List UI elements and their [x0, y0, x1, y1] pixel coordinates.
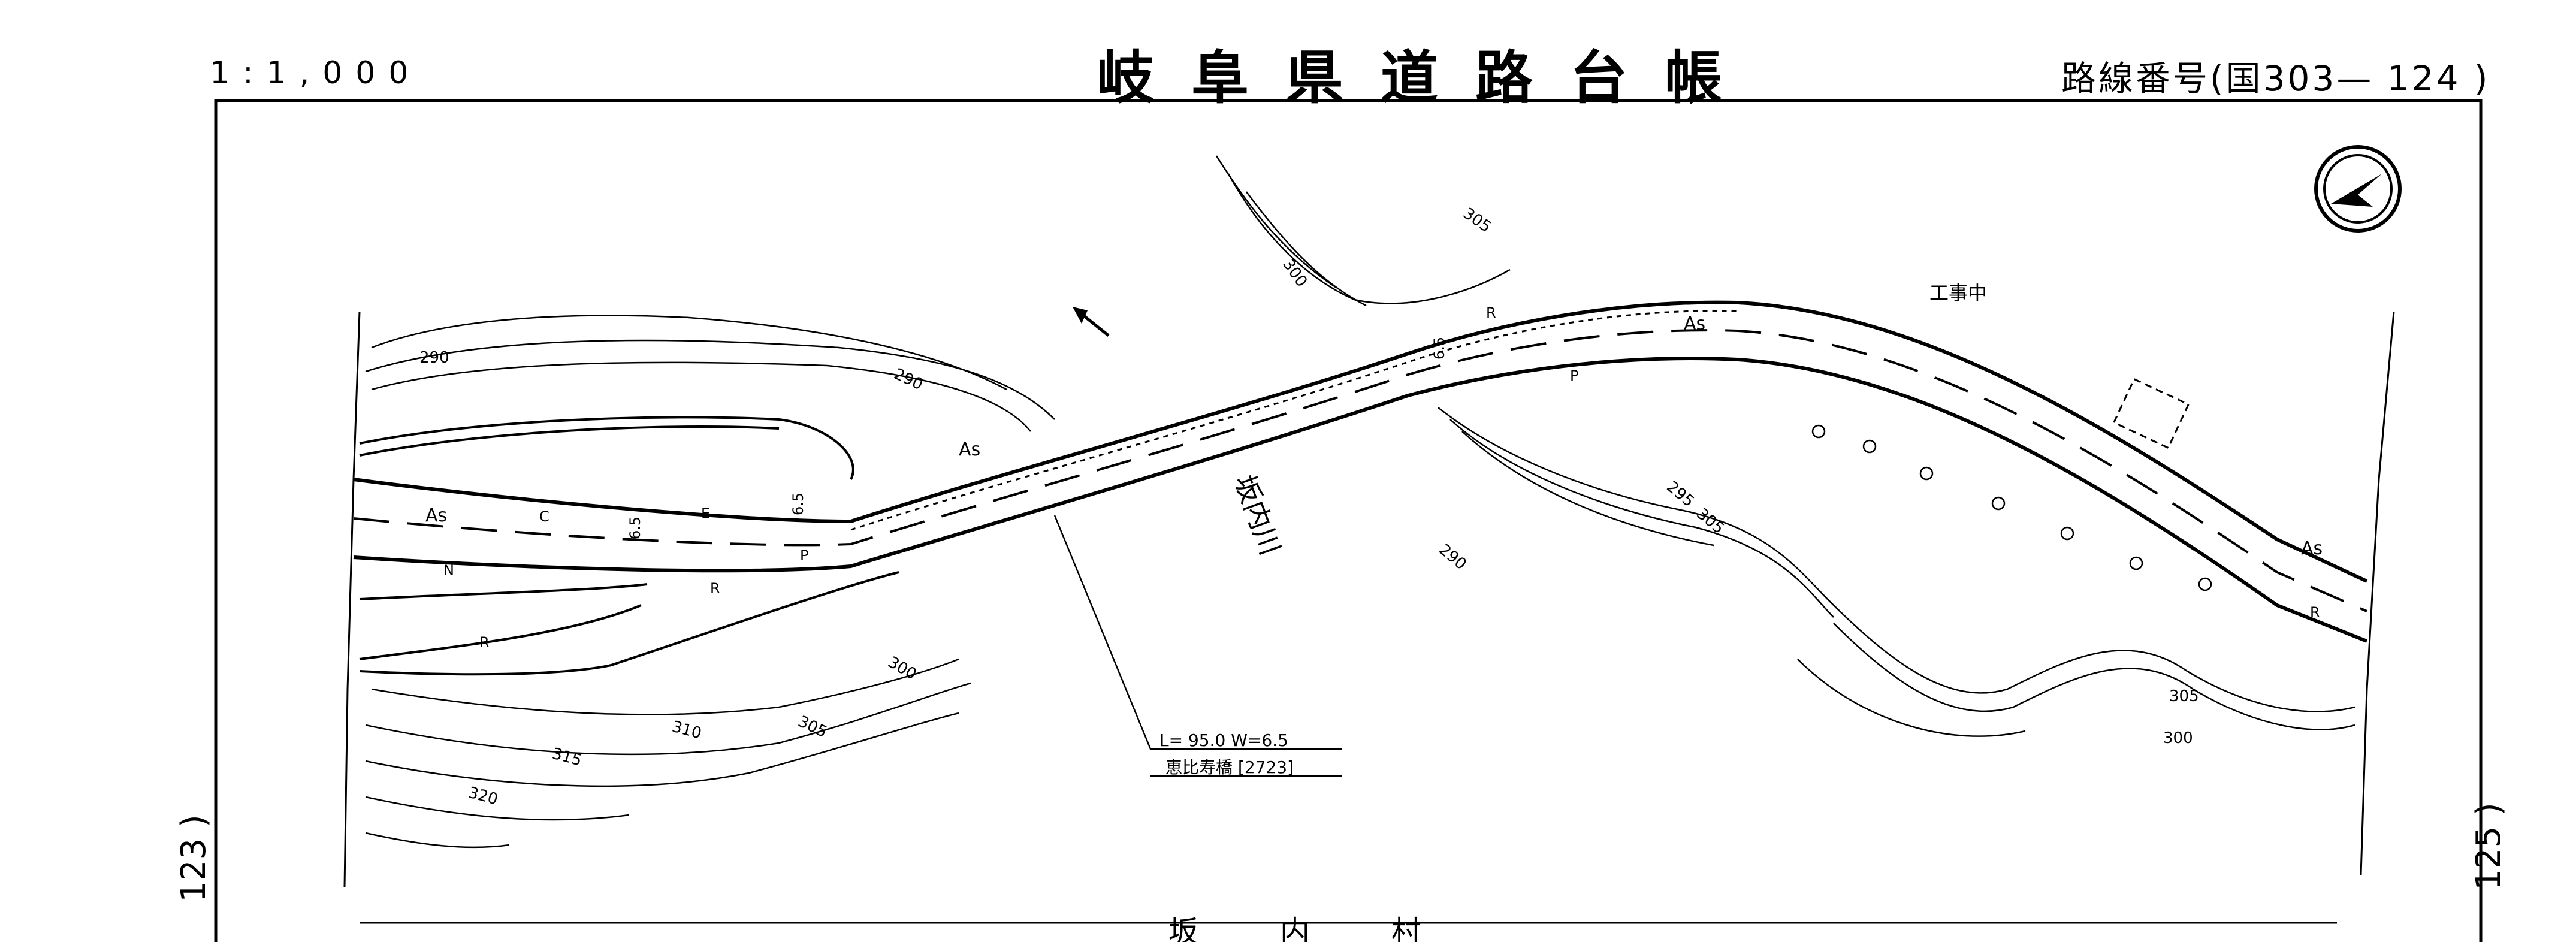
contour-label: 320 [466, 784, 500, 809]
construction-area [2112, 378, 2190, 449]
contour-label: 295 [1663, 478, 1698, 511]
marker-r: R [1486, 304, 1496, 321]
main-road [353, 300, 2368, 643]
pavement-label-2: As [425, 505, 447, 526]
map-border [214, 99, 2483, 942]
marker-c: C [539, 508, 549, 525]
contour-label: 300 [2163, 729, 2193, 747]
road-width-1: 6.5 [627, 517, 644, 539]
contour-label: 310 [670, 718, 703, 743]
contour-lines [365, 155, 2355, 849]
pavement-label-1: As [959, 439, 980, 460]
contour-label: 290 [1436, 541, 1470, 573]
road-width-3: 6.5 [1431, 337, 1448, 360]
marker-r: R [710, 580, 720, 597]
left-boundary [343, 311, 361, 887]
marker-p: P [1570, 367, 1578, 384]
contour-label: 290 [419, 349, 449, 367]
contour-label: 305 [1460, 204, 1494, 236]
bridge-name: 恵比寿橋 [2723] [1165, 757, 1294, 777]
construction-label: 工事中 [1929, 282, 1987, 304]
marker-r: R [2310, 604, 2320, 621]
right-boundary [2360, 311, 2395, 875]
route-number: 路線番号(国303— 124 ) [2061, 58, 2490, 99]
bottom-partial-text: 坂 内 村 [1168, 914, 1457, 942]
marker-e: E [701, 505, 710, 522]
river-label: 坂内川 [1228, 470, 1287, 559]
marker-p: P [800, 547, 808, 564]
map-scale: 1:1,000 [210, 55, 422, 91]
contour-label: 290 [891, 365, 926, 394]
north-arrow-icon [2314, 145, 2402, 233]
contour-label: 315 [550, 745, 584, 770]
side-roads [359, 416, 899, 676]
bridge-callout [1053, 515, 1342, 777]
pavement-label-4: As [2301, 538, 2323, 559]
contour-label: 305 [2169, 687, 2199, 705]
contour-label: 300 [885, 653, 920, 684]
flow-arrow-icon [1073, 307, 1110, 337]
marker-n: N [443, 562, 454, 579]
road-width-2: 6.5 [790, 493, 807, 515]
vegetation [1811, 424, 2212, 591]
contour-label: 305 [1693, 505, 1728, 538]
bridge-dimensions: L= 95.0 W=6.5 [1159, 730, 1288, 750]
pavement-label-3: As [1684, 313, 1705, 334]
marker-r: R [479, 634, 490, 651]
